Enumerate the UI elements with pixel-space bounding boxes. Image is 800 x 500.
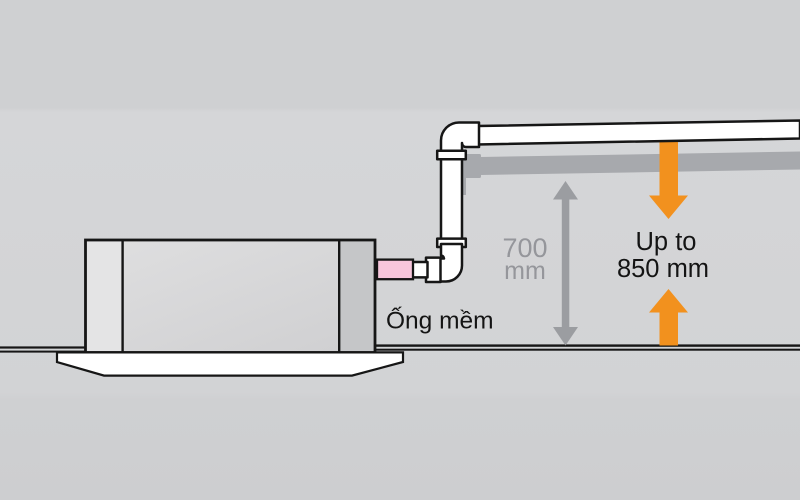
measure-arrow-up-head-icon (553, 181, 578, 200)
orange-up-arrow-shaft (659, 311, 678, 346)
indoor-unit (55, 238, 405, 377)
orange-down-arrow-shaft (659, 140, 678, 197)
measure-arrow-down-head-icon (553, 327, 578, 346)
measure-arrow-shaft (561, 197, 570, 328)
drain-pipe-fitting (411, 260, 429, 279)
measure-arrow-700 (553, 181, 578, 346)
label-850-mm: 850 mm (617, 255, 709, 283)
ceiling-line-left (0, 346, 86, 353)
ceiling-panel (55, 351, 405, 377)
drain-pipe-riser (439, 154, 464, 248)
orange-up-arrow-icon (649, 289, 688, 346)
drain-pipe-socket-top (435, 149, 468, 161)
drain-pipe-top-elbow (439, 121, 481, 160)
ceiling-line-left-bottom (0, 350, 86, 353)
orange-up-arrow-head (649, 289, 688, 313)
orange-down-arrow-icon (649, 140, 688, 219)
flexible-hose-connector (375, 258, 415, 281)
shadow-pipe-run (452, 151, 800, 176)
unit-body (85, 240, 375, 353)
drain-pipe (411, 119, 800, 284)
orange-down-arrow-head (649, 195, 688, 219)
unit-left-section (87, 241, 122, 351)
label-up-to: Up to (636, 228, 697, 256)
ceiling-line-right (376, 344, 800, 351)
ceiling-line-right-top (376, 344, 800, 347)
ceiling-line-left-top (0, 346, 86, 349)
label-700-value: 700 (502, 233, 547, 263)
label-700-unit: mm (504, 257, 546, 285)
drain-pipe-bottom-elbow (435, 242, 464, 283)
unit-right-section (339, 241, 374, 351)
label-flexible-pipe: Ống mềm (386, 307, 494, 335)
ceiling-line-right-bottom (376, 348, 800, 351)
